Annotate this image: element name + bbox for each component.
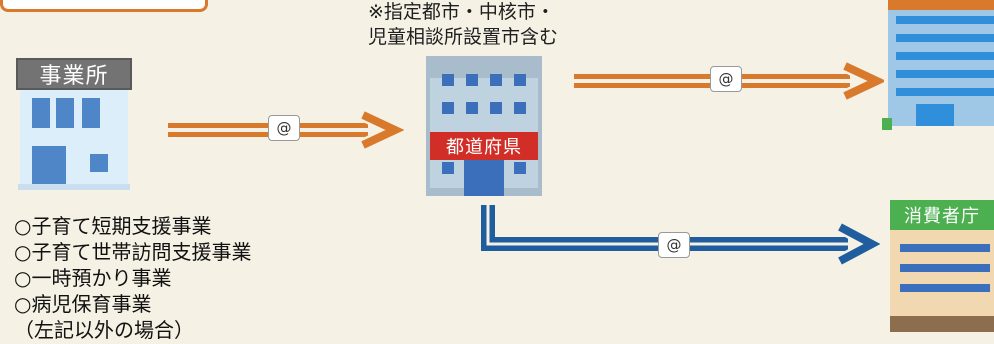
email-icon: @ (658, 232, 690, 258)
prefecture-label: 都道府県 (430, 132, 538, 160)
list-item: ○病児保育事業 (14, 292, 152, 316)
service-list: ○子育て短期支援事業 ○子育て世帯訪問支援事業 ○一時預かり事業 ○病児保育事業… (14, 213, 251, 343)
prefecture-to-consumer-agency-arrow (481, 205, 880, 265)
list-item: ○子育て世帯訪問支援事業 (14, 240, 252, 264)
email-icon: @ (268, 115, 300, 141)
business-label: 事業所 (16, 58, 132, 90)
list-item: ○子育て短期支援事業 (14, 214, 212, 238)
email-icon: @ (710, 66, 742, 92)
prefecture-building: 都道府県 (418, 54, 550, 196)
business-building-icon (18, 86, 130, 190)
top-note: ※指定都市・中核市・ 児童相談所設置市含む (368, 0, 558, 50)
top-note-line-1: ※指定都市・中核市・ (368, 1, 555, 23)
prefecture-building-icon (426, 56, 542, 196)
consumer-agency-label: 消費者庁 (890, 200, 994, 230)
consumer-agency-building: 消費者庁 (884, 200, 994, 332)
consumer-agency-building-icon (890, 206, 994, 332)
top-note-line-2: 児童相談所設置市含む (368, 26, 559, 48)
top-right-office-building (882, 0, 994, 130)
business-building: 事業所 (16, 58, 132, 190)
top-left-box-fragment (0, 0, 208, 12)
list-item: （左記以外の場合） (14, 318, 194, 342)
top-right-office-building-icon (882, 0, 994, 130)
list-item: ○一時預かり事業 (14, 266, 172, 290)
